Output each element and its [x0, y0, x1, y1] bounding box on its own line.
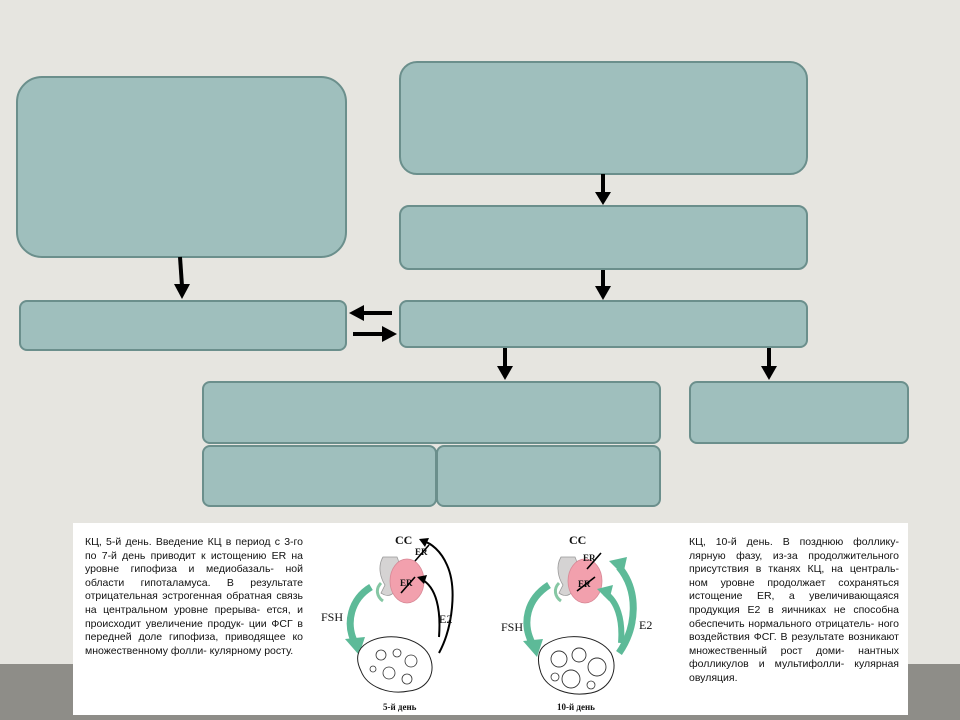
er-top-label-2: ER	[583, 553, 596, 563]
fsh-label: FSH	[321, 610, 343, 624]
illustration-day10: CC ER ER E2 FSH 10-й день	[501, 533, 652, 712]
box-top-right	[399, 61, 808, 175]
box-bottom-right	[436, 445, 661, 507]
arrow-right	[353, 326, 397, 342]
arrow-down-1	[595, 174, 611, 205]
fsh-label-2: FSH	[501, 620, 523, 634]
right-caption: КЦ, 10-й день. В позднюю фоллику- лярную…	[689, 536, 899, 684]
figure-panel: КЦ, 5-й день. Введение КЦ в период с 3-г…	[73, 523, 908, 715]
illustration-day5: CC ER ER E2 FSH 5-й день	[321, 533, 454, 712]
day10-label: 10-й день	[557, 702, 595, 712]
cc-label-2: CC	[569, 533, 586, 547]
box-middle-right	[399, 300, 808, 348]
box-lower-wide	[202, 381, 661, 444]
box-middle-left	[19, 300, 347, 351]
box-second-right	[399, 205, 808, 270]
arrow-down-2	[595, 270, 611, 300]
arrow-down-3	[497, 348, 513, 380]
cc-label: CC	[395, 533, 412, 547]
e2-label-2: E2	[639, 618, 652, 632]
box-top-left	[16, 76, 347, 258]
box-bottom-left	[202, 445, 437, 507]
arrow-left	[349, 305, 392, 321]
day5-label: 5-й день	[383, 702, 417, 712]
arrow-down-left	[174, 256, 190, 299]
er-mid-label: ER	[400, 578, 413, 588]
arrow-down-4	[761, 348, 777, 380]
er-mid-label-2: ER	[578, 579, 591, 589]
left-caption: КЦ, 5-й день. Введение КЦ в период с 3-г…	[85, 536, 303, 657]
box-lower-right	[689, 381, 909, 444]
er-top-label: ER	[415, 547, 428, 557]
e2-label: E2	[439, 612, 452, 626]
